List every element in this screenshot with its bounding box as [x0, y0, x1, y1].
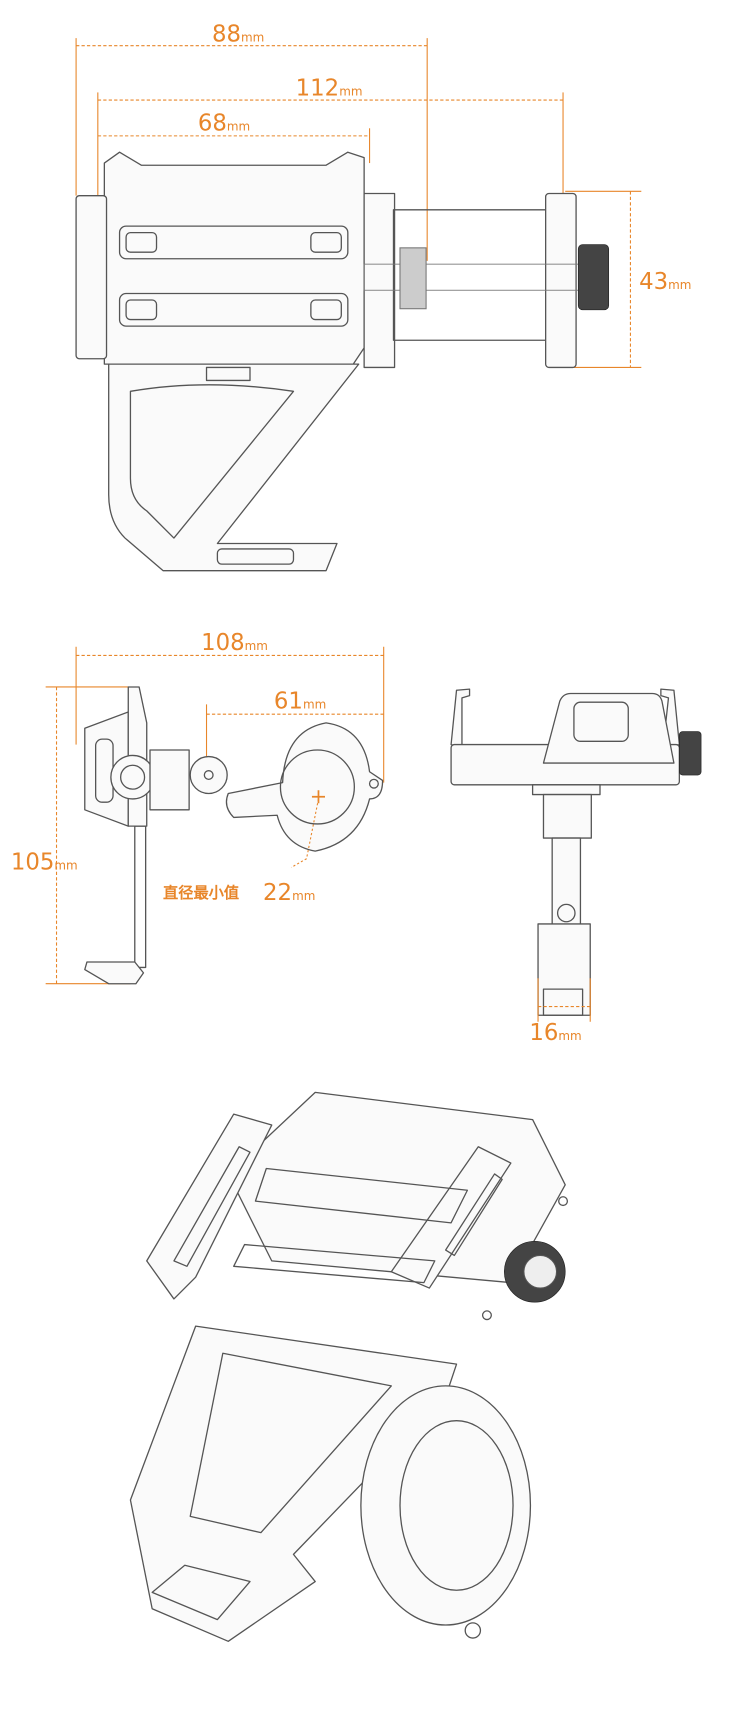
- dim-105: 105mm: [11, 850, 78, 876]
- dim-108: 108mm: [201, 630, 268, 656]
- min-diameter-label: 直径最小值: [163, 884, 239, 902]
- dim-22: 22mm: [263, 880, 315, 906]
- isometric-view: [129, 1091, 569, 1642]
- front-view: 16mm: [450, 688, 702, 1046]
- dim-68: 68mm: [198, 110, 250, 136]
- top-view: 88mm 112mm 68mm 43mm: [75, 21, 691, 572]
- dim-61: 61mm: [274, 689, 326, 715]
- dim-43: 43mm: [639, 269, 691, 295]
- dim-16: 16mm: [529, 1020, 581, 1046]
- dim-112: 112mm: [296, 76, 363, 102]
- dim-88: 88mm: [212, 21, 264, 47]
- side-view: 108mm 61mm 105mm 直径最小值 22mm: [11, 630, 385, 985]
